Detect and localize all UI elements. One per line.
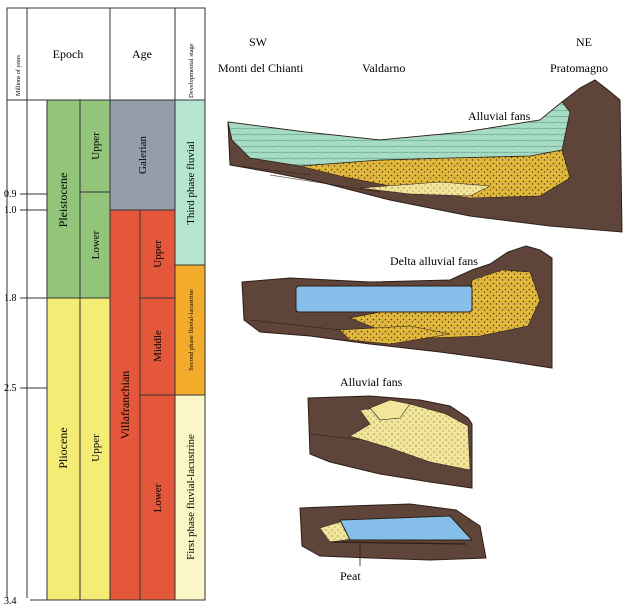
epoch-pliocene-label: Pliocene [56, 427, 70, 468]
subepoch-upper-1: Upper [90, 132, 102, 160]
tick-label-2.5: 2.5 [4, 383, 17, 394]
subage-upper: Upper [152, 240, 164, 268]
ne-place: Pratomagno [550, 61, 608, 75]
age-galerian-label: Galerian [137, 136, 149, 174]
section-3-label: Alluvial fans [340, 375, 403, 389]
sw-label: SW [249, 35, 268, 49]
header-epoch: Epoch [53, 47, 84, 61]
cross-sections: SW Monti del Chianti Valdarno NE Pratoma… [210, 0, 625, 612]
age-villafranchian-label: Villafranchian [118, 371, 132, 440]
subage-lower: Lower [152, 483, 164, 512]
valley-label: Valdarno [362, 61, 405, 75]
section-4-lake [340, 516, 472, 540]
phase-second-label: Second phase fluvial-lacustrine [188, 289, 195, 371]
tick-label-1.8: 1.8 [4, 293, 17, 304]
subepoch-lower: Lower [90, 230, 102, 259]
subage-middle: Middle [152, 330, 164, 362]
subepoch-upper-2: Upper [90, 434, 102, 462]
section-2-lake [296, 286, 472, 312]
section-4-label: Peat [340, 569, 361, 583]
section-2-label: Delta alluvial fans [390, 254, 478, 268]
tick-label-3.4: 3.4 [4, 596, 17, 607]
section-1-label: Alluvial fans [468, 109, 531, 123]
section-1 [228, 80, 622, 232]
sw-place: Monti del Chianti [218, 61, 304, 75]
header-millions: Millions of years [15, 54, 22, 96]
millions-column [7, 100, 27, 600]
phase-third-label: Third phase fluvial [185, 141, 197, 225]
phase-first-label: First phase fluvial-lacustrine [185, 434, 197, 560]
ne-label: NE [576, 35, 592, 49]
epoch-pleistocene-label: Pleistocene [56, 173, 70, 228]
section-4 [300, 504, 486, 566]
header-age: Age [132, 47, 152, 61]
tick-label-1.0: 1.0 [4, 205, 17, 216]
section-3 [308, 396, 472, 488]
header-developmental: Developmental stage [188, 43, 195, 98]
tick-label-0.9: 0.9 [4, 189, 17, 200]
stratigraphic-table: Millions of years Epoch Age Developmenta… [0, 0, 210, 612]
